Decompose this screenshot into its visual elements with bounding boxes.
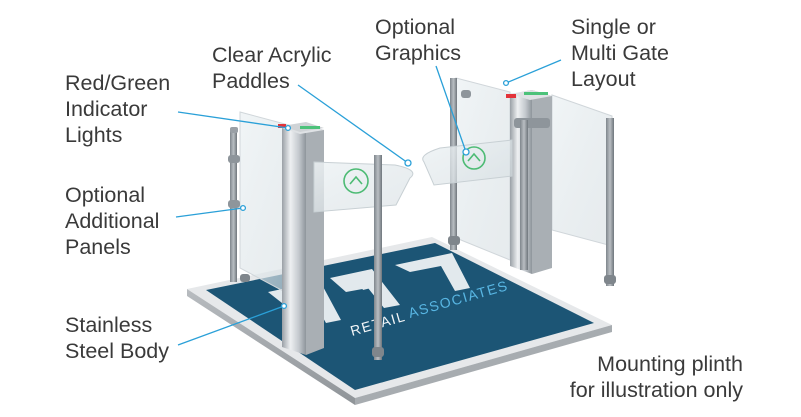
leader-indicator-lights	[177, 111, 289, 129]
left-steel-body	[282, 124, 306, 355]
left-green-light	[300, 126, 320, 129]
leader-layout	[505, 59, 562, 84]
callout-graphics: Optional Graphics	[375, 15, 462, 65]
leader-graphics	[435, 65, 467, 153]
left-red-light	[278, 124, 286, 128]
callout-panels: Optional Additional Panels	[65, 183, 160, 259]
callout-leader-lines	[175, 59, 562, 346]
left-graphic-circle	[343, 168, 369, 194]
callout-acrylic-paddles: Clear Acrylic Paddles	[212, 43, 332, 93]
right-panel-post	[606, 118, 614, 286]
leader-steel-body	[177, 305, 285, 346]
right-additional-panel	[551, 94, 613, 247]
left-front-post	[374, 155, 382, 360]
callout-layout: Single or Multi Gate Layout	[571, 15, 669, 91]
callout-steel-body: Stainless Steel Body	[65, 313, 169, 363]
leader-acrylic-paddles	[297, 84, 409, 164]
right-graphic-circle	[462, 146, 486, 170]
left-acrylic-paddle	[313, 161, 414, 213]
right-acrylic-paddle	[422, 139, 513, 186]
right-front-post	[520, 120, 528, 270]
callout-indicator-lights: Red/Green Indicator Lights	[65, 71, 171, 147]
right-green-light	[524, 92, 548, 95]
right-gate	[422, 77, 616, 286]
left-gate	[228, 111, 414, 360]
leader-panels	[175, 207, 244, 218]
right-red-light	[506, 94, 516, 98]
callout-plinth: Mounting plinth for illustration only	[569, 352, 743, 402]
